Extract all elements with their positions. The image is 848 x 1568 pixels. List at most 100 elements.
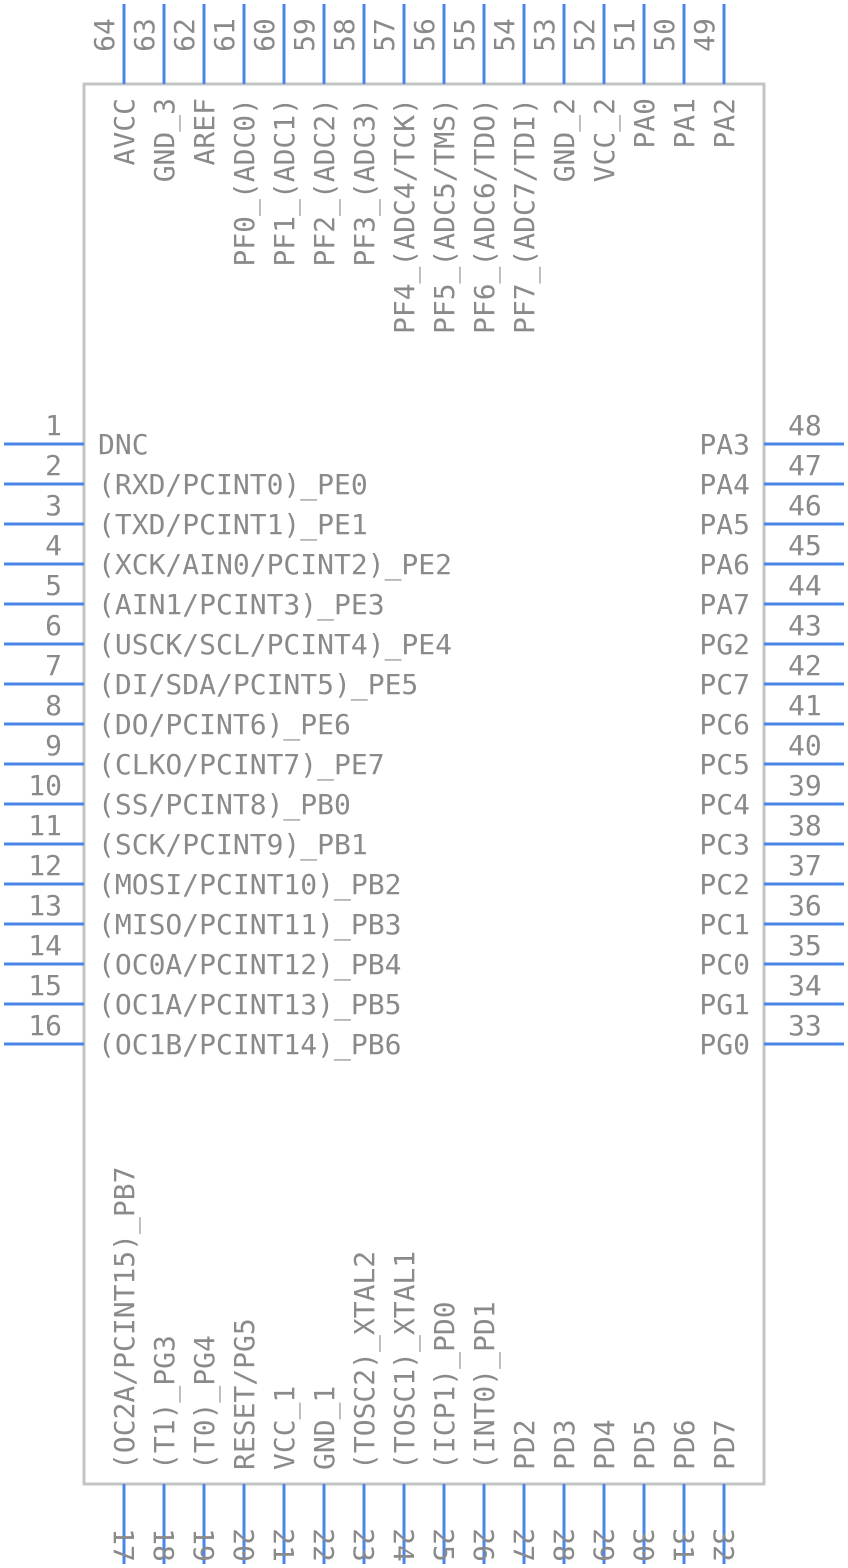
pin-59-label: PF2_(ADC2) [308,98,342,267]
pin-14-number: 14 [28,929,62,962]
pin-36-label: PC1 [699,908,750,941]
pin-18-label: (T1)_PG3 [148,1335,182,1470]
pin-12-label: (MOSI/PCINT10)_PB2 [98,868,401,902]
pin-19-number: 19 [187,1528,220,1562]
pin-41-label: PC6 [699,708,750,741]
pin-46-label: PA5 [699,508,750,541]
pin-8-label: (DO/PCINT6)_PE6 [98,708,351,742]
pin-10-label: (SS/PCINT8)_PB0 [98,788,351,822]
pin-54-number: 54 [488,18,521,52]
pin-28-number: 28 [547,1528,580,1562]
pin-24-label: (TOSC1)_XTAL1 [388,1251,422,1470]
pin-52-label: VCC_2 [588,98,622,182]
pin-30-number: 30 [627,1528,660,1562]
pin-21-label: VCC_1 [268,1386,302,1470]
pin-64-number: 64 [88,18,121,52]
pin-25-label: (ICP1)_PD0 [428,1301,462,1470]
pin-64-label: AVCC [108,98,141,165]
pin-34-label: PG1 [699,988,750,1021]
pin-61-label: PF0_(ADC0) [228,98,262,267]
pin-25-number: 25 [427,1528,460,1562]
pin-50-label: PA1 [668,98,701,149]
pin-17-number: 17 [107,1528,140,1562]
pin-19-label: (T0)_PG4 [188,1335,222,1470]
pin-26-number: 26 [467,1528,500,1562]
pin-13-number: 13 [28,889,62,922]
pin-4-label: (XCK/AIN0/PCINT2)_PE2 [98,548,452,582]
pin-53-number: 53 [528,18,561,52]
pin-38-label: PC3 [699,828,750,861]
pin-27-number: 27 [507,1528,540,1562]
pin-6-label: (USCK/SCL/PCINT4)_PE4 [98,628,452,662]
pin-45-label: PA6 [699,548,750,581]
pin-42-number: 42 [788,649,822,682]
pin-53-label: GND_2 [548,98,582,182]
pin-55-number: 55 [448,18,481,52]
pin-15-number: 15 [28,969,62,1002]
pin-16-label: (OC1B/PCINT14)_PB6 [98,1028,401,1062]
pin-6-number: 6 [45,609,62,642]
pin-29-label: PD4 [588,1419,621,1470]
pin-15-label: (OC1A/PCINT13)_PB5 [98,988,401,1022]
pin-18-number: 18 [147,1528,180,1562]
pin-32-number: 32 [707,1528,740,1562]
pin-21-number: 21 [267,1528,300,1562]
pin-52-number: 52 [568,18,601,52]
pin-11-number: 11 [28,809,62,842]
pin-10-number: 10 [28,769,62,802]
pin-4-number: 4 [45,529,62,562]
pin-51-number: 51 [608,18,641,52]
pin-28-label: PD3 [548,1419,581,1470]
pin-12-number: 12 [28,849,62,882]
pin-3-number: 3 [45,489,62,522]
pin-40-label: PC5 [699,748,750,781]
pin-17-label: (OC2A/PCINT15)_PB7 [108,1167,142,1470]
pin-63-label: GND_3 [148,98,182,182]
pin-56-label: PF5_(ADC5/TMS) [428,98,462,334]
pin-49-label: PA2 [708,98,741,149]
pin-3-label: (TXD/PCINT1)_PE1 [98,508,368,542]
pin-50-number: 50 [648,18,681,52]
pin-2-label: (RXD/PCINT0)_PE0 [98,468,368,502]
pin-9-label: (CLKO/PCINT7)_PE7 [98,748,385,782]
pin-14-label: (OC0A/PCINT12)_PB4 [98,948,401,982]
pin-43-number: 43 [788,609,822,642]
pin-22-label: GND_1 [308,1386,342,1470]
pin-1-label: DNC [98,428,149,461]
pin-32-label: PD7 [708,1419,741,1470]
pin-57-number: 57 [368,18,401,52]
pin-8-number: 8 [45,689,62,722]
pin-36-number: 36 [788,889,822,922]
pin-51-label: PA0 [628,98,661,149]
pin-31-number: 31 [667,1528,700,1562]
pin-33-number: 33 [788,1009,822,1042]
pin-27-label: PD2 [508,1419,541,1470]
pin-39-number: 39 [788,769,822,802]
pin-62-number: 62 [168,18,201,52]
pin-20-label: RESET/PG5 [228,1318,261,1470]
pin-23-number: 23 [347,1528,380,1562]
pin-47-number: 47 [788,449,822,482]
pin-45-number: 45 [788,529,822,562]
pin-23-label: (TOSC2)_XTAL2 [348,1251,382,1470]
pin-62-label: AREF [188,98,221,165]
pin-48-number: 48 [788,409,822,442]
pin-44-number: 44 [788,569,822,602]
pin-7-label: (DI/SDA/PCINT5)_PE5 [98,668,418,702]
pin-59-number: 59 [288,18,321,52]
pin-60-label: PF1_(ADC1) [268,98,302,267]
pin-57-label: PF4_(ADC4/TCK) [388,98,422,334]
pin-24-number: 24 [387,1528,420,1562]
pin-40-number: 40 [788,729,822,762]
pin-37-number: 37 [788,849,822,882]
pin-33-label: PG0 [699,1028,750,1061]
pin-20-number: 20 [227,1528,260,1562]
pin-35-label: PC0 [699,948,750,981]
pin-47-label: PA4 [699,468,750,501]
pin-5-label: (AIN1/PCINT3)_PE3 [98,588,385,622]
pin-43-label: PG2 [699,628,750,661]
pin-41-number: 41 [788,689,822,722]
pin-60-number: 60 [248,18,281,52]
chip-body [82,82,766,1486]
pin-38-number: 38 [788,809,822,842]
